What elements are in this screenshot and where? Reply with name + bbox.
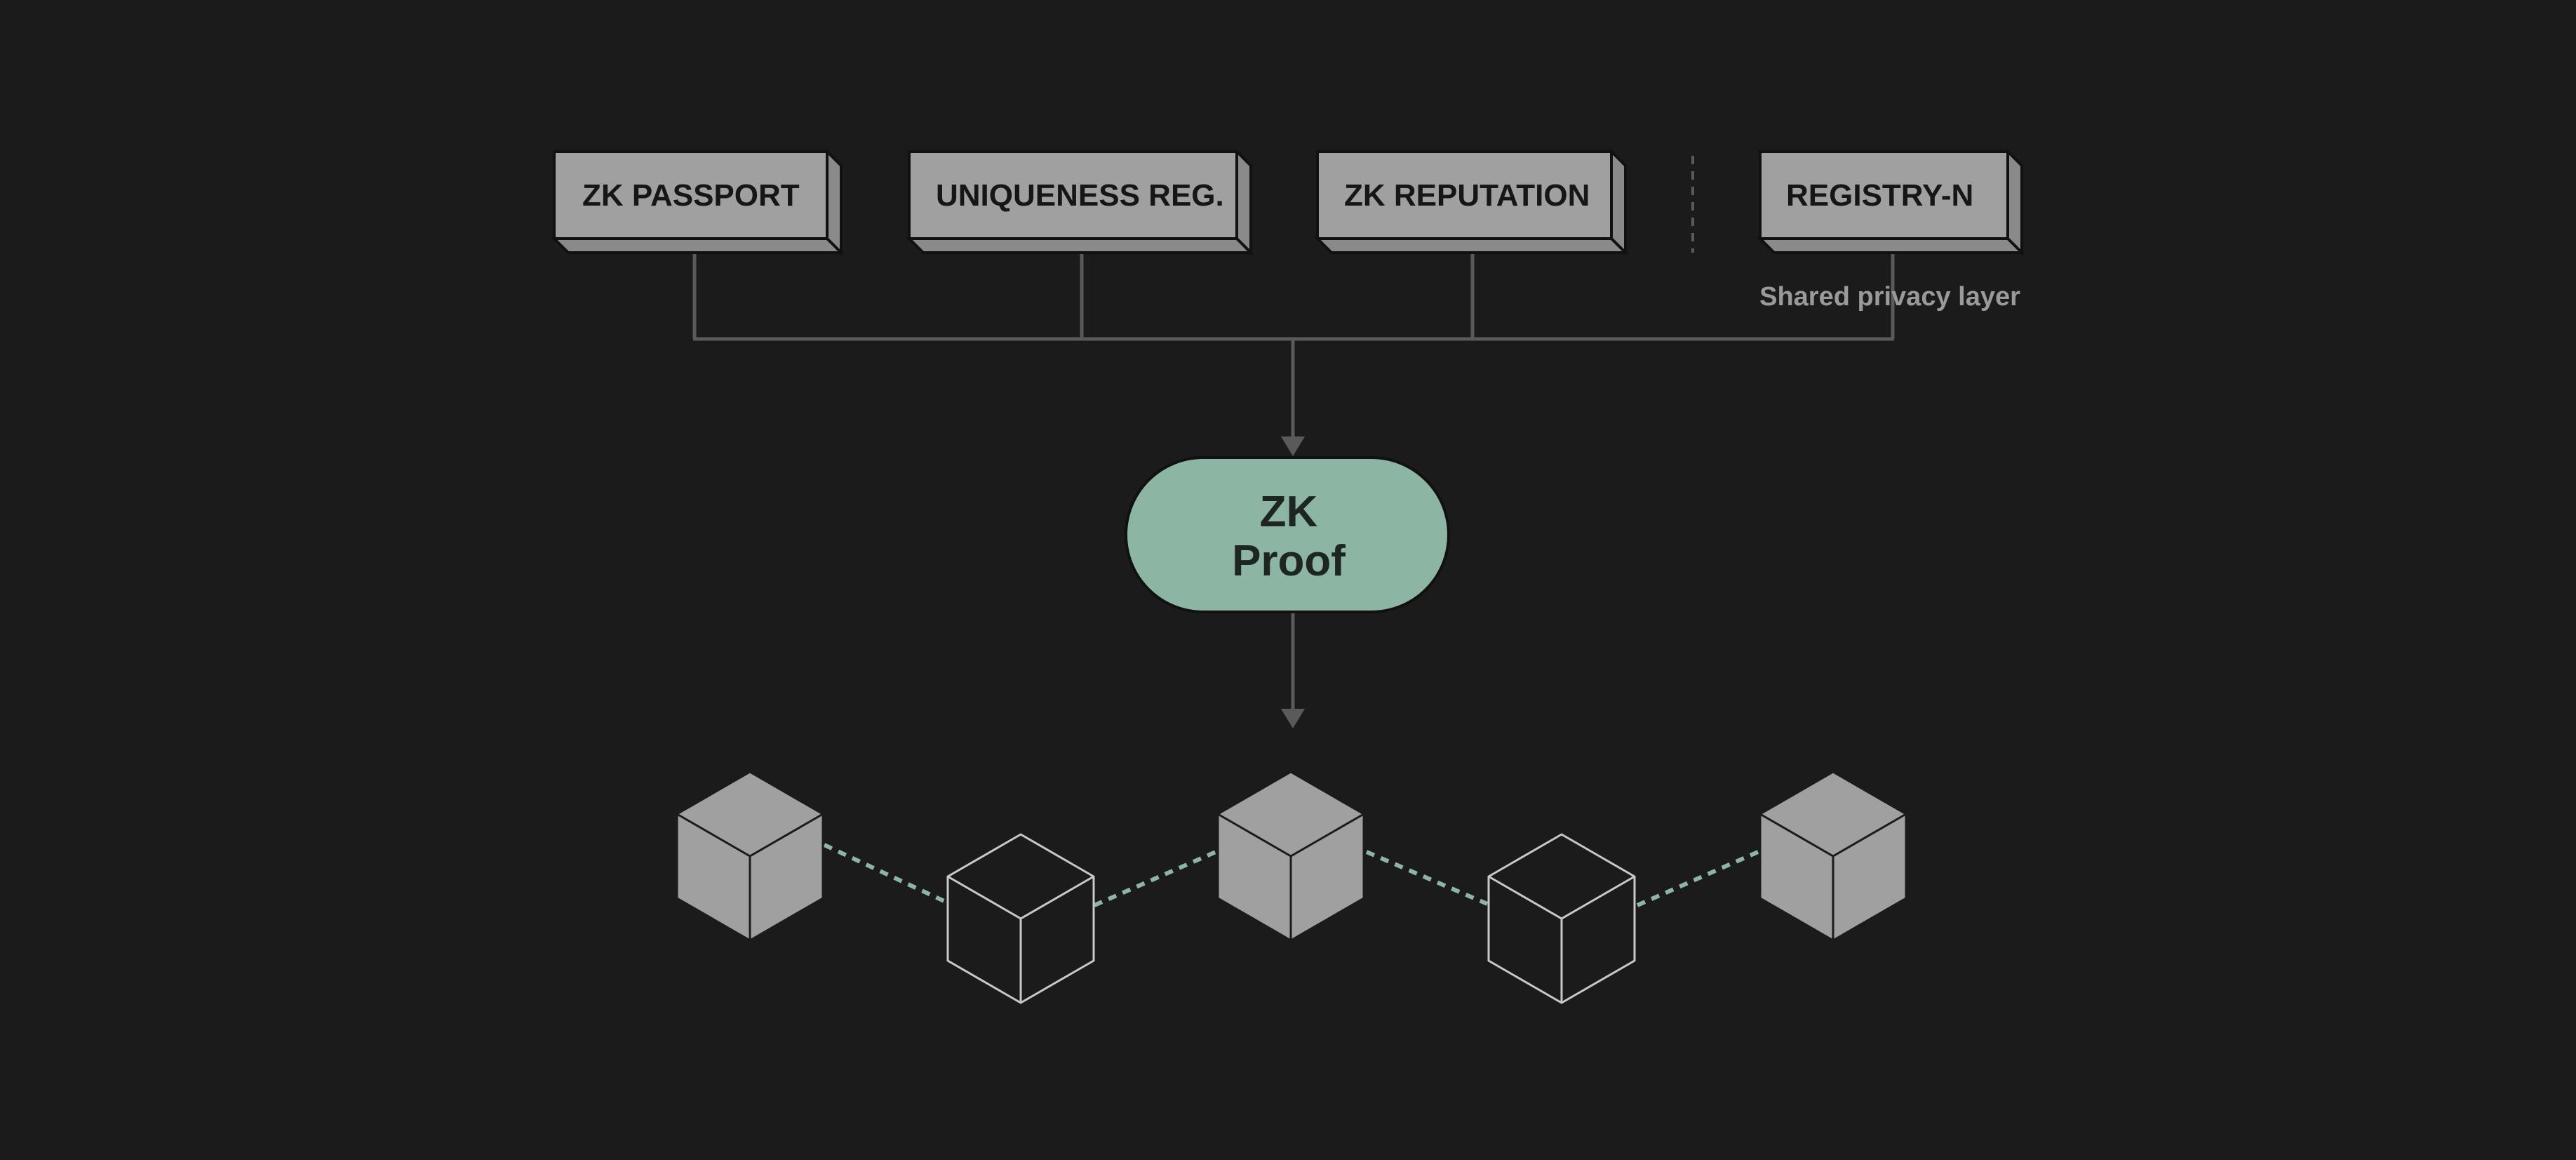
proof-label-line2: Proof	[1232, 537, 1346, 585]
registry-box-zk-reputation[interactable]: ZK REPUTATION	[1314, 148, 1629, 256]
registry-box-uniqueness-reg[interactable]: UNIQUENESS REG.	[906, 148, 1254, 256]
registry-label: REGISTRY-N	[1786, 178, 1973, 213]
proof-label-line1: ZK	[1260, 488, 1318, 536]
chain-link	[823, 843, 948, 905]
arrow-to-chain	[1281, 709, 1305, 728]
registry-box-registry-n[interactable]: REGISTRY-N	[1757, 148, 2025, 256]
shared-layer-caption: Shared privacy layer	[1759, 282, 2020, 312]
chain-link	[1636, 850, 1759, 907]
chain-block-cube	[1759, 771, 1907, 942]
chain-block-cube	[1487, 833, 1636, 1004]
chain-link	[1093, 850, 1217, 907]
chain-blocks	[676, 771, 1907, 1004]
registry-label: UNIQUENESS REG.	[936, 178, 1224, 213]
chain-block-cube	[676, 771, 824, 942]
chain-links	[823, 843, 1759, 907]
registry-label: ZK REPUTATION	[1344, 178, 1590, 213]
registry-label: ZK PASSPORT	[582, 178, 800, 213]
arrow-to-proof	[1281, 436, 1305, 456]
zk-proof-node[interactable]: ZK Proof	[1125, 456, 1450, 613]
chain-link	[1365, 850, 1489, 906]
registry-connectors	[692, 251, 1895, 436]
registry-box-zk-passport[interactable]: ZK PASSPORT	[551, 148, 845, 256]
chain-block-cube	[946, 833, 1095, 1004]
chain-block-cube	[1216, 771, 1365, 942]
